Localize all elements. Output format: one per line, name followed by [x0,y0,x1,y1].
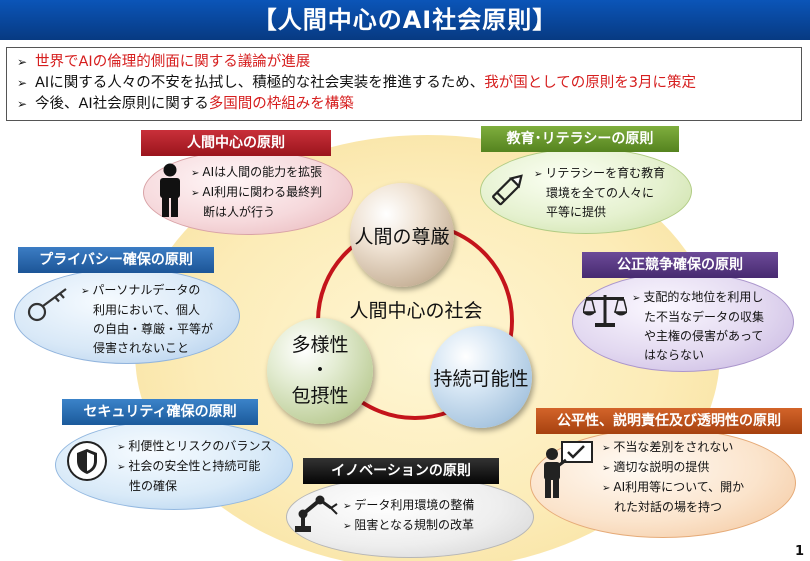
innovation-oval [286,476,534,558]
human-centric-text: ➢AIは人間の能力を拡張 ➢AI利用に関わる最終判 断は人が行う [191,165,323,219]
shield-icon [67,441,107,481]
summary-bullet-3: ➢今後、AI社会原則に関する多国間の枠組みを構築 [17,94,791,115]
privacy-text: ➢パーソナルデータの 利用において、個人 の自由・尊厳・平等が 侵害されないこと [81,283,214,355]
security-text: ➢利便性とリスクのバランス ➢社会の安全性と持続可能 性の確保 [117,439,273,493]
competition-header: 公正競争確保の原則 [582,252,778,278]
security-header: セキュリティ確保の原則 [62,399,258,425]
page-number: 1 [794,544,804,559]
innovation-text: ➢データ利用環境の整備 ➢阻害となる規制の改革 [343,498,475,532]
page-title: 【人間中心のAI社会原則】 [0,0,810,40]
arrow-bullet-icon: ➢ [534,169,543,180]
sphere-diversity: 多様性 ・ 包摂性 [267,318,373,424]
sphere-dignity: 人間の尊厳 [350,183,454,287]
robot-arm-icon [295,495,338,532]
arrow-bullet-icon: ➢ [17,55,28,69]
arrow-bullet-icon: ➢ [191,168,200,179]
summary-bullet-2: ➢AIに関する人々の不安を払拭し、積極的な社会実装を推進するため、我が国としての… [17,73,791,94]
fairness-text: ➢不当な差別をされない ➢適切な説明の提供 ➢AI利用等について、開か れた対話… [602,440,745,514]
innovation-header: イノベーションの原則 [303,458,499,484]
education-text: ➢リテラシーを育む教育 環境を全ての人々に 平等に提供 [534,166,666,219]
arrow-bullet-icon: ➢ [17,97,28,111]
education-header: 教育･リテラシーの原則 [481,126,679,152]
arrow-bullet-icon: ➢ [117,462,126,473]
human-centric-header: 人間中心の原則 [141,130,331,156]
sphere-sustainability: 持続可能性 [430,326,532,428]
fairness-header: 公平性、説明責任及び透明性の原則 [536,408,802,434]
key-icon [27,288,67,322]
arrow-bullet-icon: ➢ [602,463,611,474]
arrow-bullet-icon: ➢ [602,483,611,494]
arrow-bullet-icon: ➢ [117,442,126,453]
arrow-bullet-icon: ➢ [343,501,352,512]
arrow-bullet-icon: ➢ [81,286,90,297]
scales-icon [583,295,627,327]
arrow-bullet-icon: ➢ [632,293,641,304]
competition-text: ➢支配的な地位を利用し た不当なデータの収集 や主権の侵害があって はならない [632,290,765,362]
summary-box: ➢世界でAIの倫理的側面に関する議論が進展 ➢AIに関する人々の不安を払拭し、積… [6,47,802,121]
pencil-icon [492,174,523,206]
center-label: 人間中心の社会 [349,300,483,322]
presenter-icon [544,441,593,498]
arrow-bullet-icon: ➢ [191,188,200,199]
person-icon [160,163,180,217]
arrow-bullet-icon: ➢ [602,443,611,454]
summary-bullet-1: ➢世界でAIの倫理的側面に関する議論が進展 [17,52,791,73]
arrow-bullet-icon: ➢ [17,76,28,90]
privacy-header: プライバシー確保の原則 [18,247,214,273]
arrow-bullet-icon: ➢ [343,521,352,532]
